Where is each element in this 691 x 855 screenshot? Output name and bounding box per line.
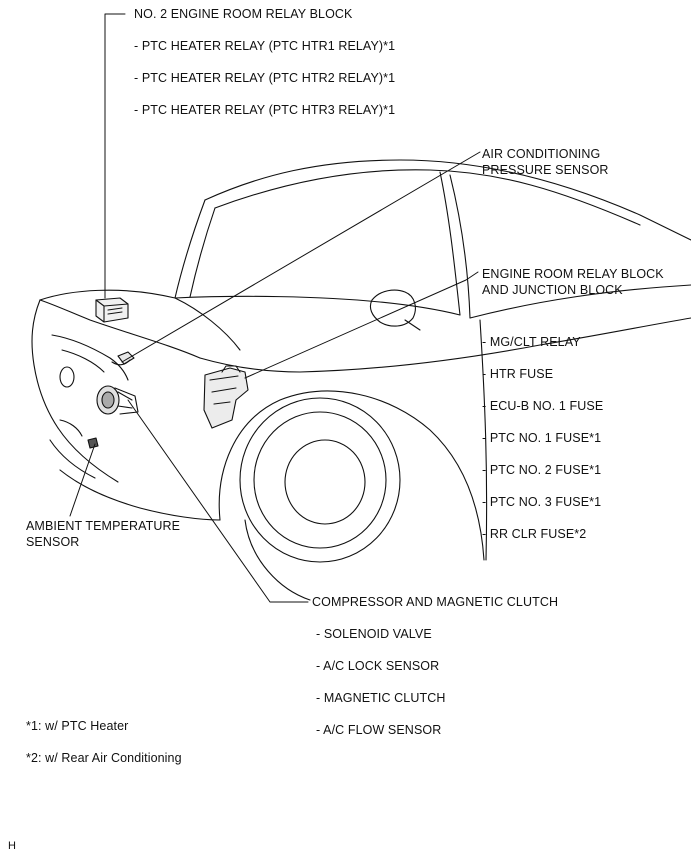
relay-block-2-item: - PTC HEATER RELAY (PTC HTR3 RELAY)*1	[134, 103, 396, 117]
leader-lines	[69, 13, 481, 603]
leader-compressor	[127, 399, 309, 603]
relay-block-2-item: - PTC HEATER RELAY (PTC HTR2 RELAY)*1	[134, 71, 396, 85]
relay-block-2-item: - PTC HEATER RELAY (PTC HTR1 RELAY)*1	[134, 39, 396, 53]
leader-pressure-sensor	[121, 151, 481, 363]
compressor-component	[96, 385, 139, 415]
compressor-title: COMPRESSOR AND MAGNETIC CLUTCH	[312, 595, 559, 609]
compressor-item: - MAGNETIC CLUTCH	[316, 691, 446, 705]
leader-junction-block	[244, 271, 479, 379]
footnote: *1: w/ PTC Heater	[26, 719, 129, 733]
corner-mark: H	[8, 840, 17, 852]
pressure-sensor-label-line2: PRESSURE SENSOR	[482, 163, 609, 177]
junction-block-item: - PTC NO. 1 FUSE*1	[482, 431, 602, 445]
compressor-item: - SOLENOID VALVE	[316, 627, 432, 641]
junction-block-item: - PTC NO. 3 FUSE*1	[482, 495, 602, 509]
relay-block-component	[95, 297, 129, 323]
junction-block-label-line2: AND JUNCTION BLOCK	[482, 283, 623, 297]
junction-block-item: - MG/CLT RELAY	[482, 335, 581, 349]
car-body-outline	[31, 159, 691, 561]
ambient-sensor-label-line1: AMBIENT TEMPERATURE	[26, 519, 181, 533]
junction-block-component	[203, 365, 249, 429]
junction-block-item: - PTC NO. 2 FUSE*1	[482, 463, 602, 477]
front-wheel	[218, 390, 485, 601]
compressor-item: - A/C FLOW SENSOR	[316, 723, 442, 737]
junction-block-item: - ECU-B NO. 1 FUSE	[482, 399, 604, 413]
pressure-sensor-label-line1: AIR CONDITIONING	[482, 147, 601, 161]
footnote: *2: w/ Rear Air Conditioning	[26, 751, 182, 765]
leader-relay-block	[104, 13, 126, 299]
pressure-sensor-component	[111, 351, 135, 366]
junction-block-item: - RR CLR FUSE*2	[482, 527, 587, 541]
ambient-sensor-component	[87, 437, 99, 449]
compressor-item: - A/C LOCK SENSOR	[316, 659, 440, 673]
junction-block-item: - HTR FUSE	[482, 367, 554, 381]
leader-ambient-sensor	[69, 443, 96, 517]
junction-block-label-line1: ENGINE ROOM RELAY BLOCK	[482, 267, 664, 281]
relay-block-2-title: NO. 2 ENGINE ROOM RELAY BLOCK	[134, 7, 353, 21]
ambient-sensor-label-line2: SENSOR	[26, 535, 80, 549]
